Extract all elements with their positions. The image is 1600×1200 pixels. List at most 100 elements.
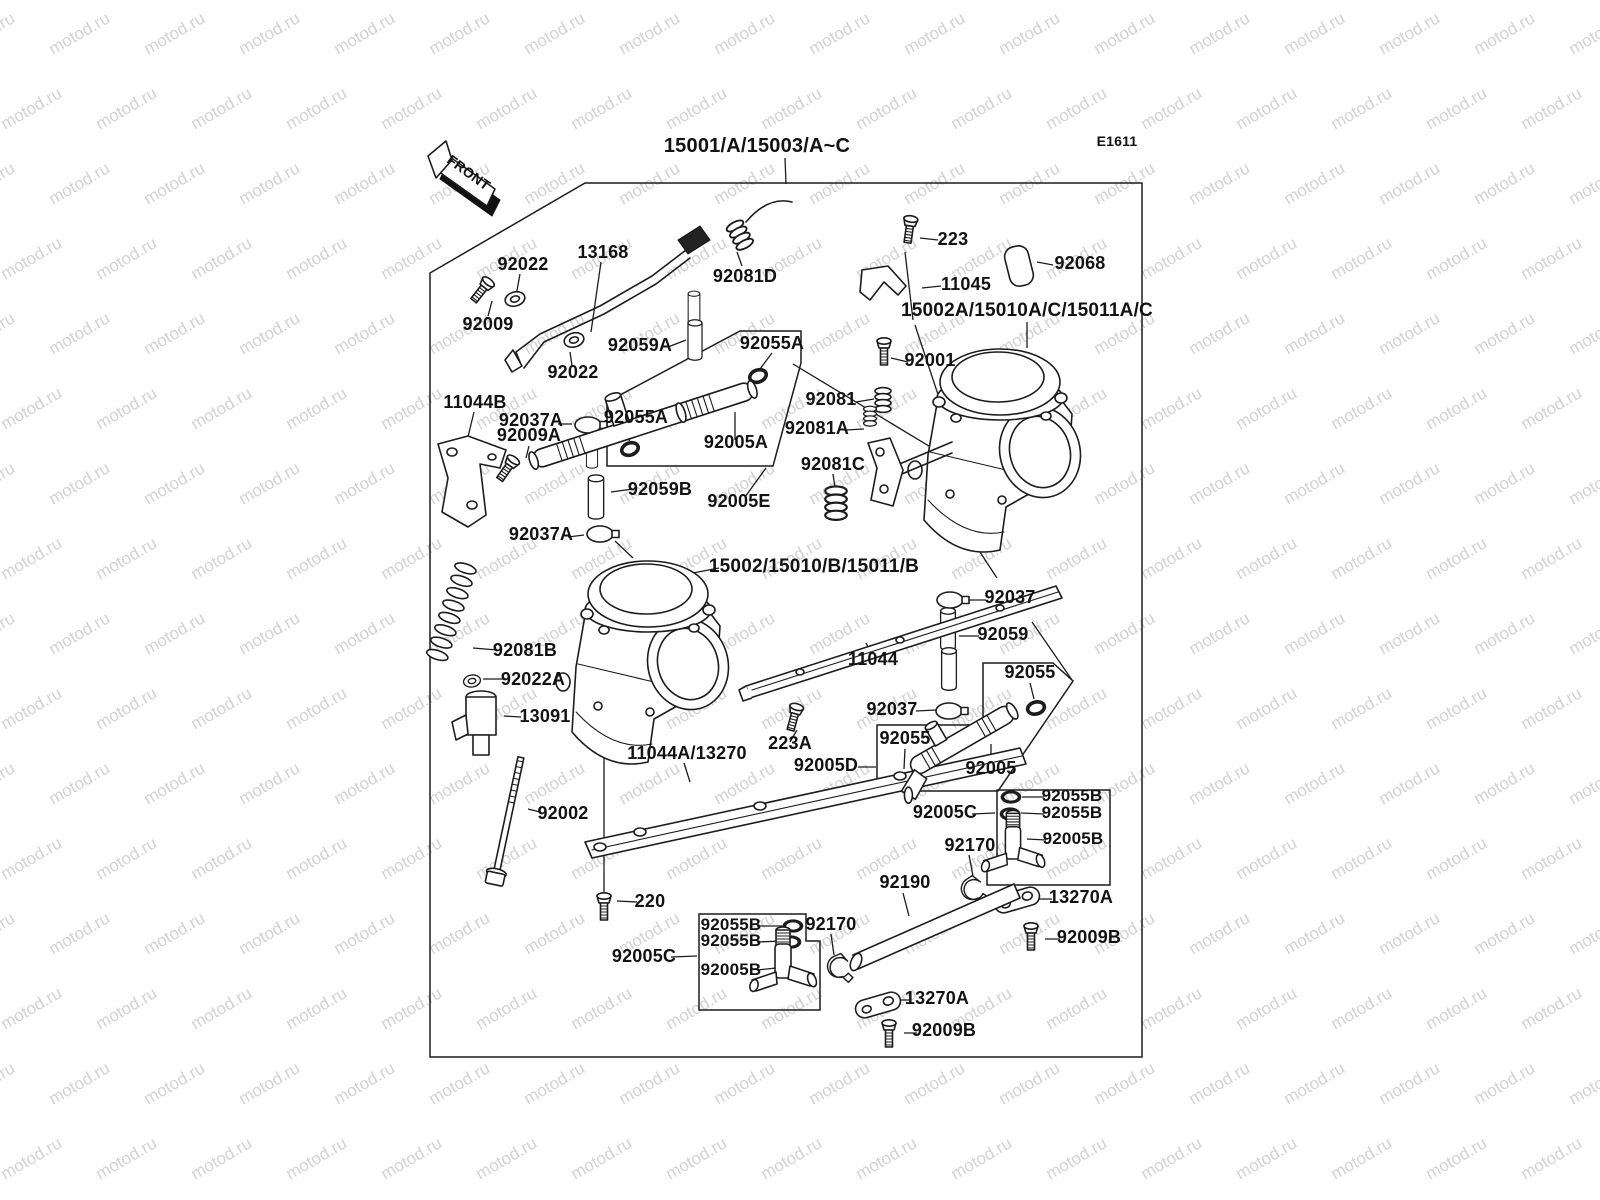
watermark-text: motod.ru xyxy=(93,1133,161,1183)
watermark-text: motod.ru xyxy=(1471,908,1539,958)
watermark-text: motod.ru xyxy=(853,1133,921,1183)
watermark-text: motod.ru xyxy=(521,908,589,958)
part-label: 92009A xyxy=(497,425,561,445)
watermark-text: motod.ru xyxy=(711,1058,779,1108)
watermark-text: motod.ru xyxy=(1091,458,1159,508)
watermark-text: motod.ru xyxy=(1233,233,1301,283)
part-label: 13270A xyxy=(1049,887,1113,907)
watermark-text: motod.ru xyxy=(46,8,114,58)
screw-92001 xyxy=(876,336,892,366)
watermark-text: motod.ru xyxy=(46,1058,114,1108)
watermark-text: motod.ru xyxy=(1281,8,1349,58)
watermark-text: motod.ru xyxy=(0,1058,18,1108)
spring-92081D xyxy=(724,217,756,253)
fuel-pipe-92005A xyxy=(528,380,758,470)
part-label: 92005C xyxy=(913,802,977,822)
part-label: 92037A xyxy=(509,524,573,544)
watermark-text: motod.ru xyxy=(1566,758,1600,808)
diagram-code: E1611 xyxy=(1097,133,1138,149)
screw-220 xyxy=(596,891,612,921)
watermark-text: motod.ru xyxy=(1233,683,1301,733)
part-label: 92009 xyxy=(462,314,513,334)
watermark-text: motod.ru xyxy=(1518,833,1586,883)
watermark-text: motod.ru xyxy=(1091,608,1159,658)
part-label: 13270A xyxy=(905,988,969,1008)
watermark-text: motod.ru xyxy=(0,308,18,358)
watermark-text: motod.ru xyxy=(521,1058,589,1108)
watermark-text: motod.ru xyxy=(236,758,304,808)
part-label: 92002 xyxy=(537,803,588,823)
watermark-text: motod.ru xyxy=(1138,233,1206,283)
watermark-text: motod.ru xyxy=(188,533,256,583)
watermark-text: motod.ru xyxy=(996,8,1064,58)
watermark-text: motod.ru xyxy=(0,233,65,283)
watermark-text: motod.ru xyxy=(46,608,114,658)
part-label: 92001 xyxy=(904,350,955,370)
watermark-text: motod.ru xyxy=(141,1058,209,1108)
watermark-text: motod.ru xyxy=(1423,983,1491,1033)
watermark-text: motod.ru xyxy=(46,458,114,508)
diagram-border xyxy=(429,182,1143,1058)
watermark-text: motod.ru xyxy=(1233,533,1301,583)
part-label: 11044B xyxy=(443,392,506,412)
watermark-text: motod.ru xyxy=(1281,1058,1349,1108)
part-label: 92005B xyxy=(1043,829,1104,848)
watermark-text: motod.ru xyxy=(1471,458,1539,508)
watermark-text: motod.ru xyxy=(758,1133,826,1183)
bolt-92002 xyxy=(484,755,525,887)
watermark-text: motod.ru xyxy=(1376,908,1444,958)
throttle-shaft-drawing xyxy=(867,437,953,507)
watermark-text: motod.ru xyxy=(188,983,256,1033)
tube-92059A-lower xyxy=(687,319,703,361)
watermark-text: motod.ru xyxy=(1186,1058,1254,1108)
watermark-text: motod.ru xyxy=(1281,908,1349,958)
watermark-text: motod.ru xyxy=(0,383,65,433)
carburetor-lower-drawing xyxy=(555,560,740,765)
watermark-text: motod.ru xyxy=(1566,608,1600,658)
watermark-text: motod.ru xyxy=(1043,533,1111,583)
watermark-text: motod.ru xyxy=(1566,458,1600,508)
watermark-text: motod.ru xyxy=(426,8,494,58)
watermark-text: motod.ru xyxy=(188,833,256,883)
part-label: 92037A xyxy=(499,410,563,430)
part-label: 92059A xyxy=(608,335,672,355)
watermark-text: motod.ru xyxy=(0,983,65,1033)
washer-92022-top xyxy=(502,288,528,310)
part-label: 15002/15010/B/15011/B xyxy=(709,556,919,577)
valve-13091 xyxy=(451,690,497,756)
watermark-text: motod.ru xyxy=(1328,683,1396,733)
fuel-pipe-92005 xyxy=(900,702,1019,804)
part-label: 92009B xyxy=(912,1020,976,1040)
watermark-text: motod.ru xyxy=(0,458,18,508)
screw-92009 xyxy=(467,274,497,306)
part-label: 92055B xyxy=(701,915,762,934)
part-label: 92081C xyxy=(801,454,865,474)
part-label: 92005D xyxy=(794,755,858,775)
watermark-text: motod.ru xyxy=(378,383,446,433)
watermark-text: motod.ru xyxy=(1376,758,1444,808)
watermark-text: motod.ru xyxy=(758,983,826,1033)
watermark-text: motod.ru xyxy=(1471,158,1539,208)
watermark-text: motod.ru xyxy=(758,833,826,883)
part-label: 92081A xyxy=(785,418,849,438)
watermark-text: motod.ru xyxy=(521,8,589,58)
part-label: 92055A xyxy=(604,407,668,427)
part-label: 92190 xyxy=(879,872,930,892)
watermark-text: motod.ru xyxy=(1423,233,1491,283)
watermark-text: motod.ru xyxy=(1423,683,1491,733)
watermark-text: motod.ru xyxy=(46,908,114,958)
watermark-text: motod.ru xyxy=(1138,383,1206,433)
watermark-text: motod.ru xyxy=(1186,908,1254,958)
watermark-text: motod.ru xyxy=(1233,83,1301,133)
watermark-text: motod.ru xyxy=(616,758,684,808)
text-layer: 15001/A/15003/A~C E1611 FRONT 1316892022… xyxy=(443,133,1152,1040)
watermark-text: motod.ru xyxy=(521,458,589,508)
watermark-text: motod.ru xyxy=(1281,458,1349,508)
watermark-text: motod.ru xyxy=(1566,8,1600,58)
watermark-text: motod.ru xyxy=(0,533,65,583)
tube-92190 xyxy=(849,883,1021,972)
watermark-text: motod.ru xyxy=(283,983,351,1033)
watermark-text: motod.ru xyxy=(901,8,969,58)
